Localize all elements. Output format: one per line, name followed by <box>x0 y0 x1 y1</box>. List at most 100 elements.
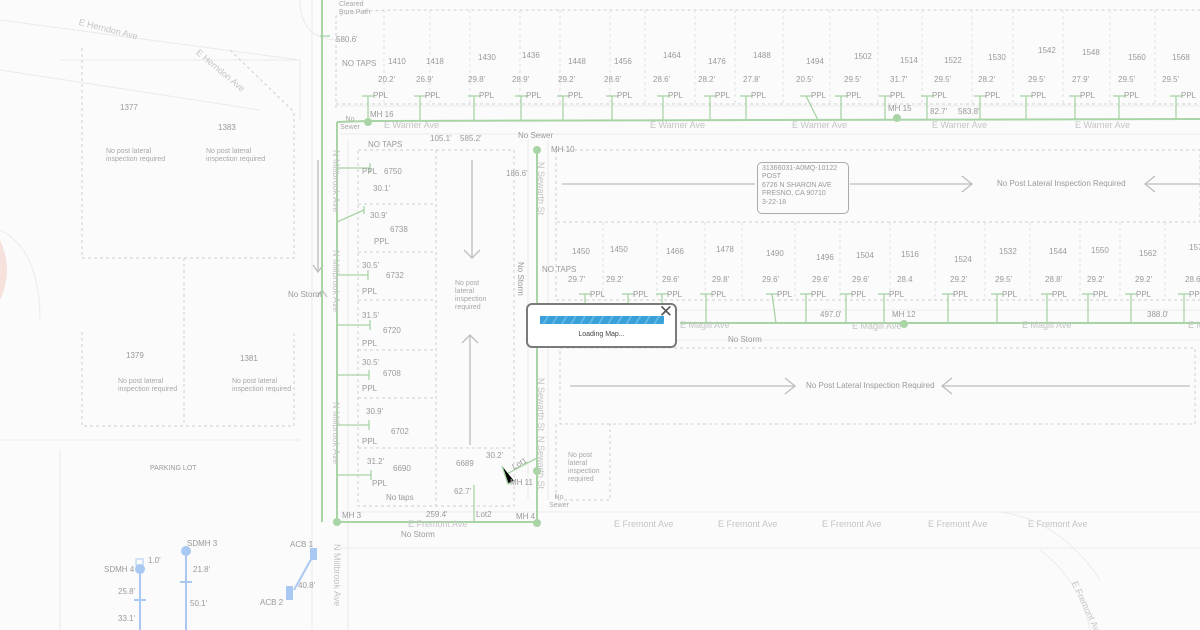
distance-label: 50.1' <box>190 599 208 608</box>
ppl-label: PPL <box>667 290 683 299</box>
lot-number: 6689 <box>456 459 474 468</box>
street-label-e-magill: E Magill Ave <box>852 321 902 331</box>
lot-number: 6738 <box>390 225 408 234</box>
lot-number: 1502 <box>854 52 872 61</box>
inspection-note: No Post Lateral Inspection Required <box>997 179 1126 188</box>
distance-label: 82.7' <box>930 107 948 116</box>
no-taps-label: No taps <box>386 493 414 502</box>
inspection-note: No Post Lateral Inspection Required <box>806 381 935 390</box>
lot-number: 1562 <box>1139 249 1157 258</box>
ppl-label: PPL <box>362 339 378 348</box>
distance-label: 40.8' <box>298 581 316 590</box>
lot-number: 1544 <box>1049 247 1067 256</box>
lot-number: 1542 <box>1038 46 1056 55</box>
catch-basin-label: ACB 2 <box>260 598 284 607</box>
lot-number: 1450 <box>610 245 628 254</box>
manhole-label: MH 4 <box>516 512 536 521</box>
ppl-label: PPL <box>362 437 378 446</box>
loading-message: Loading Map... <box>578 331 625 338</box>
lateral-distance: 30.5' <box>362 261 380 270</box>
lateral-distance: 29.2' <box>606 275 624 284</box>
street-label-e-fremont: E Fremont Ave <box>1028 519 1088 529</box>
lot-note: No post lateral inspection required <box>106 148 166 164</box>
lot-number: 1476 <box>708 57 726 66</box>
lot-number: 1496 <box>816 253 834 262</box>
lateral-line <box>771 293 777 324</box>
lateral-distance: 30.1' <box>373 184 391 193</box>
lot-number: 1560 <box>1128 53 1146 62</box>
street-label-n-millbrook: N Millbrook Ave <box>331 150 341 213</box>
manhole-label: MH 15 <box>888 104 912 113</box>
lot-number: 1430 <box>478 53 496 62</box>
inspection-note: No post lateral inspection required <box>568 452 600 484</box>
distance-label: 30.2' <box>486 451 504 460</box>
ppl-label: PPL <box>526 91 542 100</box>
ppl-label: PPL <box>1124 91 1140 100</box>
lateral-distance: 27.8' <box>743 75 761 84</box>
ppl-label: PPL <box>374 237 390 246</box>
lot-number: 1488 <box>753 51 771 60</box>
street-label-e-warner: E Warner Ave <box>1075 120 1131 130</box>
lot-number: 1516 <box>901 250 919 259</box>
ppl-label: PPL <box>1181 91 1197 100</box>
street-label-n-millbrook: N Millbrook Ave <box>331 250 341 313</box>
ppl-label: PPL <box>372 479 388 488</box>
manhole-label: MH 10 <box>551 145 575 154</box>
loading-dialog: ✕ Loading Map... <box>526 303 677 348</box>
street-label-e-magill: E Magill Ave <box>1022 320 1072 330</box>
ppl-label: PPL <box>715 91 731 100</box>
distance-label: 497.0' <box>820 310 842 319</box>
ppl-label: PPL <box>889 290 905 299</box>
ppl-label: PPL <box>568 91 584 100</box>
no-taps-label: NO TAPS <box>342 59 377 68</box>
ppl-label: PPL <box>777 290 793 299</box>
lot-number: 1410 <box>388 57 406 66</box>
lateral-distance: 28.4 <box>897 275 913 284</box>
lot-note: No post lateral inspection required <box>118 378 178 394</box>
distance-label: 105.1' <box>430 134 452 143</box>
callout-status: POST <box>762 173 782 181</box>
no-storm-label: No Storm <box>401 530 435 539</box>
parking-lot-label: PARKING LOT <box>150 465 197 472</box>
lot-number: 1466 <box>666 247 684 256</box>
cleared-bore-path-label: Cleared Bore Path <box>339 1 371 17</box>
lateral-distance: 29.7' <box>568 275 586 284</box>
ppl-label: PPL <box>425 91 441 100</box>
lateral-distance: 29.6' <box>812 275 830 284</box>
lateral-distance: 29.8' <box>712 275 730 284</box>
lot-number: 1550 <box>1091 246 1109 255</box>
street-label-e-magill: E Magill Ave <box>1188 320 1200 330</box>
close-icon[interactable]: ✕ <box>658 302 673 321</box>
no-storm-label: No Storm <box>728 335 762 344</box>
lateral-distance: 28.8' <box>1045 275 1063 284</box>
lateral-distance: 29.2' <box>950 275 968 284</box>
lateral-distance: 28.6' <box>1185 275 1200 284</box>
lot-number: 1568 <box>1172 53 1190 62</box>
ppl-label: PPL <box>362 287 378 296</box>
lot-note: No post lateral inspection required <box>232 378 292 394</box>
lateral-distance: 29.2' <box>1135 275 1153 284</box>
callout-address: 6726 N SHARON AVE <box>762 181 832 189</box>
distance-label: 186.6' <box>506 169 528 178</box>
lateral-line <box>805 95 819 121</box>
distance-label: 388.0' <box>1147 310 1169 319</box>
no-sewer-label: No Sewer <box>518 131 554 140</box>
lateral-distance: 29.2' <box>1087 275 1105 284</box>
lot-number: 1524 <box>954 255 972 264</box>
ppl-label: PPL <box>633 290 649 299</box>
lot-number: 1548 <box>1082 48 1100 57</box>
ppl-label: PPL <box>1052 290 1068 299</box>
lot-number: 1530 <box>988 53 1006 62</box>
ppl-label: PPL <box>932 91 948 100</box>
lateral-distance: 29.5' <box>995 275 1013 284</box>
ppl-label: PPL <box>1093 290 1109 299</box>
ppl-label: PPL <box>711 290 727 299</box>
lateral-distance: 31.7' <box>890 75 908 84</box>
lateral-distance: 30.5' <box>362 358 380 367</box>
inspection-callout[interactable]: 31366031-A0MQ-10122 POST 6726 N SHARON A… <box>757 162 849 214</box>
ppl-label: PPL <box>1031 91 1047 100</box>
street-label-e-fremont: E Fremont Ave <box>718 519 778 529</box>
lot-number: 1381 <box>240 354 258 363</box>
lateral-lines <box>362 95 1190 324</box>
